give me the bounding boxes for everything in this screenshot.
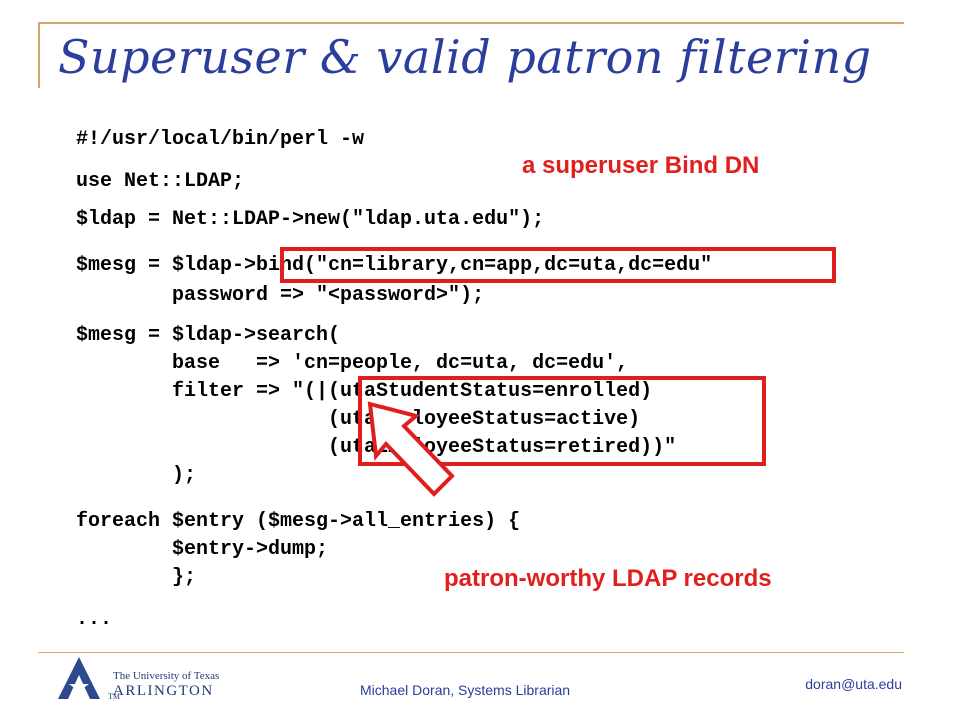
code-line-base: base => 'cn=people, dc=uta, dc=edu', [76, 352, 629, 375]
arrow-up-left-icon [367, 401, 455, 497]
frame-left-rule [38, 22, 40, 88]
code-line-password: password => "<password>"); [76, 284, 485, 307]
code-line-shebang: #!/usr/local/bin/perl -w [76, 128, 365, 151]
code-line-foreach: foreach $entry ($mesg->all_entries) { [76, 510, 521, 533]
code-line-bind: $mesg = $ldap->bind("cn=library,cn=app,d… [76, 254, 713, 277]
callout-patron-records: patron-worthy LDAP records [444, 565, 772, 592]
code-line-close-loop: }; [76, 566, 197, 589]
filter-highlight-box [358, 376, 766, 466]
code-line-ellipsis: ... [76, 608, 113, 631]
bind-dn-highlight-box [280, 247, 836, 283]
code-line-search: $mesg = $ldap->search( [76, 324, 341, 347]
frame-top-rule [38, 22, 904, 24]
code-line-dump: $entry->dump; [76, 538, 329, 561]
logo-line-arlington: ARLINGTON [113, 683, 214, 699]
logo-line-university: The University of Texas [113, 670, 220, 682]
callout-superuser-bind-dn: a superuser Bind DN [522, 152, 760, 179]
code-line-close-search: ); [76, 464, 197, 487]
code-line-use: use Net::LDAP; [76, 170, 245, 193]
frame-bottom-rule [38, 652, 904, 653]
code-line-filter: filter => "(|(utaStudentStatus=enrolled) [76, 380, 653, 403]
logo-trademark: TM [108, 692, 120, 701]
university-logo-icon: TM [58, 657, 120, 701]
footer-author: Michael Doran, Systems Librarian [360, 682, 571, 698]
footer-email: doran@uta.edu [805, 676, 902, 692]
code-line-new: $ldap = Net::LDAP->new("ldap.uta.edu"); [76, 208, 545, 231]
slide-title: Superuser & valid patron filtering [58, 30, 872, 84]
